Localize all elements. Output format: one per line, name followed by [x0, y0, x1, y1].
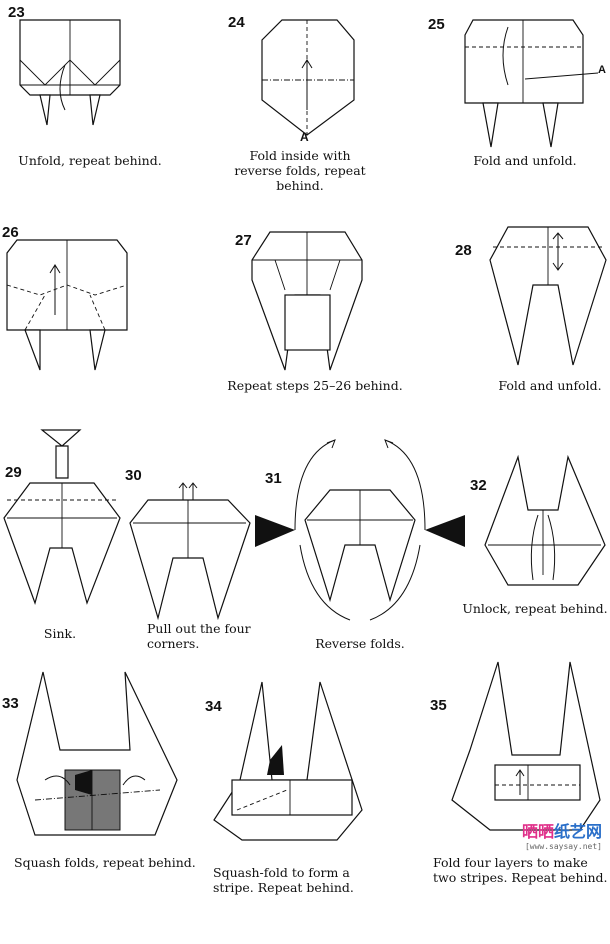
step-25-number: 25: [428, 16, 445, 33]
step-25-label: A: [598, 64, 606, 76]
step-30-diagram: [129, 482, 251, 621]
step-25-diagram: [464, 19, 599, 148]
step-34-diagram: [213, 681, 363, 841]
step-28-number: 28: [455, 242, 472, 259]
step-32-caption: Unlock, repeat behind.: [462, 601, 608, 616]
step-29-number: 29: [5, 464, 22, 481]
step-31-diagram: [255, 439, 465, 621]
watermark-url: [www.saysay.net]: [524, 842, 602, 851]
step-29-diagram: [3, 429, 121, 605]
step-30-caption: Pull out the four corners.: [147, 621, 251, 651]
step-31-number: 31: [265, 470, 282, 487]
step-33-number: 33: [2, 695, 19, 712]
step-25-caption: Fold and unfold.: [473, 153, 577, 168]
step-24-number: 24: [228, 14, 245, 31]
step-32-number: 32: [470, 477, 487, 494]
step-24-diagram: [261, 19, 355, 136]
watermark-logo: 晒晒纸艺网: [522, 818, 602, 842]
step-23-number: 23: [8, 4, 25, 21]
step-34-number: 34: [205, 698, 222, 715]
step-23-caption: Unfold, repeat behind.: [18, 153, 162, 168]
watermark-logo-b: 纸艺网: [553, 822, 602, 841]
step-28-diagram: [489, 226, 607, 366]
step-30-number: 30: [125, 467, 142, 484]
step-33-diagram: [16, 671, 178, 836]
step-35-diagram: [451, 661, 601, 831]
step-33-caption: Squash folds, repeat behind.: [14, 855, 196, 870]
step-24-caption: Fold inside with reverse folds, repeat b…: [234, 148, 366, 193]
step-35-number: 35: [430, 697, 447, 714]
watermark-logo-a: 晒晒: [521, 822, 554, 841]
step-28-caption: Fold and unfold.: [498, 378, 602, 393]
step-35-caption: Fold four layers to make two stripes. Re…: [433, 855, 608, 885]
step-26-diagram: [6, 239, 128, 371]
step-27-number: 27: [235, 232, 252, 249]
step-32-diagram: [484, 454, 606, 586]
step-34-caption: Squash-fold to form a stripe. Repeat beh…: [213, 865, 354, 895]
step-27-caption: Repeat steps 25–26 behind.: [227, 378, 403, 393]
watermark: 晒晒纸艺网 [www.saysay.net]: [522, 818, 602, 851]
step-26-number: 26: [2, 224, 19, 241]
step-23-diagram: [19, 19, 121, 126]
step-31-caption: Reverse folds.: [315, 636, 405, 651]
step-29-caption: Sink.: [43, 626, 77, 641]
step-27-diagram: [251, 231, 363, 371]
step-24-label: A: [300, 130, 309, 144]
